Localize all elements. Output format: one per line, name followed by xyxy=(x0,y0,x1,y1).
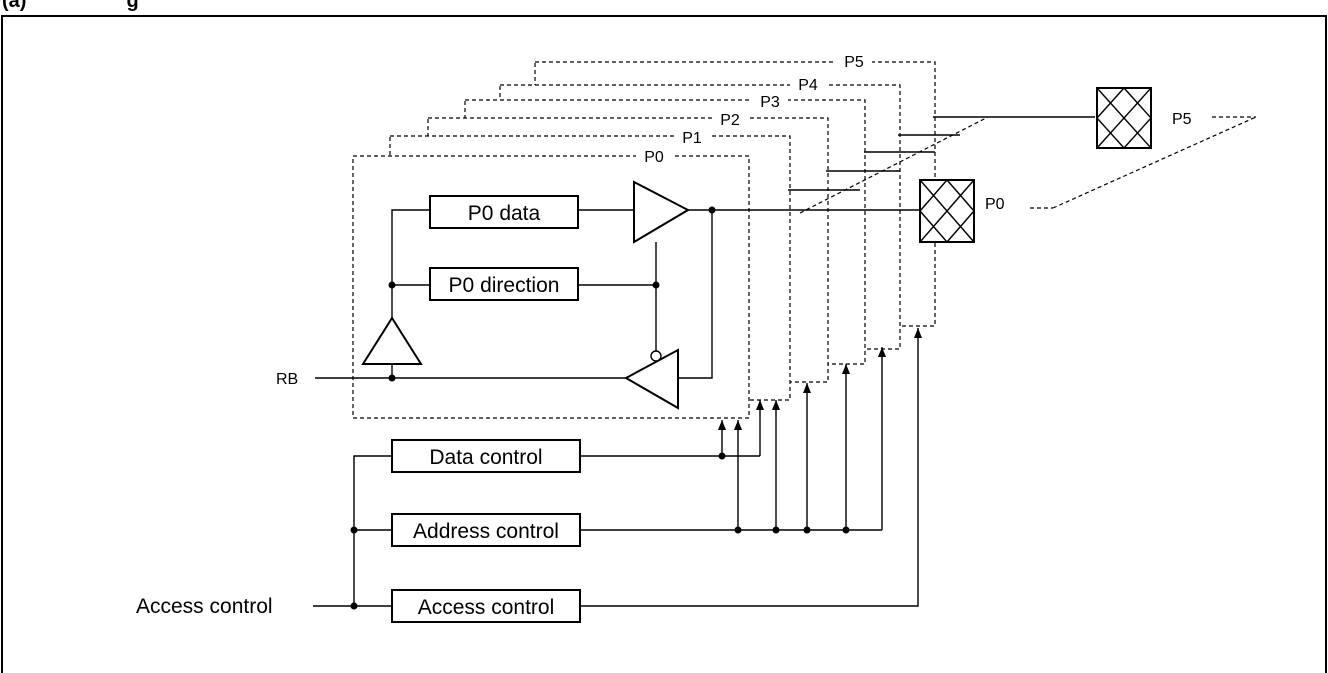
plane-label-p3: P3 xyxy=(760,94,780,111)
read-buffer-icon xyxy=(361,316,423,365)
pin-bus-left xyxy=(799,116,989,214)
pin-label-p0: P0 xyxy=(985,196,1005,213)
p0-direction-label: P0 direction xyxy=(449,274,560,297)
p0-direction-box xyxy=(429,267,579,301)
data-control-box xyxy=(391,439,581,473)
rb-label: RB xyxy=(276,371,298,388)
output-buffer-icon xyxy=(633,180,691,244)
plane-output-wires xyxy=(788,116,1095,191)
input-buffer-icon xyxy=(623,348,679,410)
pin-pad-p5 xyxy=(1096,87,1152,149)
access-control-input-label: Access control xyxy=(136,595,273,618)
outer-frame xyxy=(1,15,1327,673)
data-control-label: Data control xyxy=(429,446,542,469)
access-control-label: Access control xyxy=(418,596,555,619)
plane-label-p5: P5 xyxy=(844,54,864,71)
plane-label-p0: P0 xyxy=(644,149,664,166)
enable-bubble xyxy=(650,350,662,362)
address-control-label: Address control xyxy=(413,520,559,543)
pin-bus-right xyxy=(1052,116,1257,209)
header-fragment: (a) g xyxy=(2,0,139,12)
p0-data-label: P0 data xyxy=(468,202,541,225)
pin-pad-p0 xyxy=(919,179,975,243)
p0-data-box xyxy=(429,195,579,229)
pin-label-p5: P5 xyxy=(1172,111,1192,128)
control-section: Data control Address control Access cont… xyxy=(313,328,922,623)
plane-label-p1: P1 xyxy=(682,130,702,147)
p0-internals: P0 data P0 direction xyxy=(315,180,920,410)
plane-label-p4: P4 xyxy=(798,77,818,94)
plane-label-p2: P2 xyxy=(720,112,740,129)
